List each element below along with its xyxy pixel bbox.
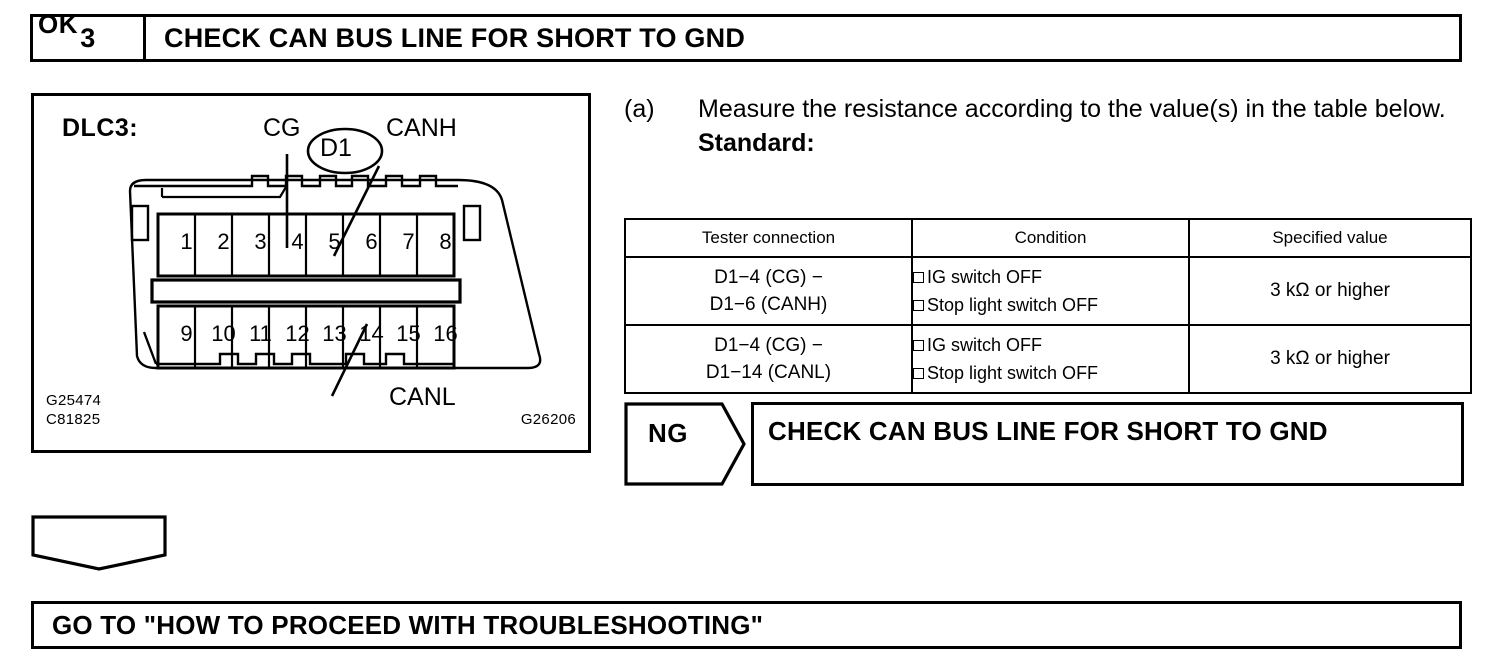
instruction-marker: (a) bbox=[624, 95, 655, 123]
bottom-action-text: GO TO "HOW TO PROCEED WITH TROUBLESHOOTI… bbox=[52, 609, 764, 640]
tester-line-1: D1−4 (CG) − bbox=[714, 267, 823, 288]
dlc3-label: DLC3: bbox=[62, 114, 139, 142]
ng-flag-shape bbox=[624, 402, 748, 486]
pin-label-11: 11 bbox=[249, 321, 272, 346]
dlc3-figure-panel: DLC3: bbox=[31, 93, 591, 453]
pin-label-7: 7 bbox=[402, 229, 415, 254]
cell-condition: IG switch OFF Stop light switch OFF bbox=[911, 324, 1190, 394]
pin-label-2: 2 bbox=[217, 229, 230, 254]
condition-text-2: Stop light switch OFF bbox=[927, 363, 1099, 383]
column-header-specified-value: Specified value bbox=[1188, 218, 1472, 258]
callout-cg: CG bbox=[263, 114, 301, 142]
column-header-condition: Condition bbox=[911, 218, 1190, 258]
step-header: 3 CHECK CAN BUS LINE FOR SHORT TO GND bbox=[30, 14, 1462, 62]
condition-line-2: Stop light switch OFF bbox=[913, 291, 1188, 319]
step-title: CHECK CAN BUS LINE FOR SHORT TO GND bbox=[164, 22, 746, 53]
pin-label-12: 12 bbox=[285, 321, 310, 346]
pin-label-4: 4 bbox=[291, 229, 304, 254]
ng-flag-label: NG bbox=[648, 418, 688, 448]
tester-line-1: D1−4 (CG) − bbox=[714, 335, 823, 356]
cell-specified-value: 3 kΩ or higher bbox=[1188, 324, 1472, 394]
cell-tester-connection: D1−4 (CG) − D1−6 (CANH) bbox=[624, 256, 913, 326]
condition-line-1: IG switch OFF bbox=[913, 263, 1188, 291]
tester-line-2: D1−14 (CANL) bbox=[705, 362, 832, 383]
figure-code-id: G26206 bbox=[520, 411, 576, 428]
cell-tester-connection: D1−4 (CG) − D1−14 (CANL) bbox=[624, 324, 913, 394]
bottom-action-banner[interactable]: GO TO "HOW TO PROCEED WITH TROUBLESHOOTI… bbox=[31, 601, 1462, 649]
square-bullet-icon bbox=[913, 368, 924, 379]
callout-d1: D1 bbox=[320, 134, 352, 162]
ng-result-row: NG CHECK CAN BUS LINE FOR SHORT TO GND bbox=[624, 402, 1464, 486]
square-bullet-icon bbox=[913, 300, 924, 311]
figure-code-bottom: C81825 bbox=[46, 411, 101, 428]
table-row: D1−4 (CG) − D1−6 (CANH) IG switch OFF St… bbox=[624, 256, 1472, 326]
pin-label-5: 5 bbox=[328, 229, 341, 254]
instruction-row: (a) Measure the resistance according to … bbox=[624, 92, 1474, 127]
ok-flag-shape bbox=[31, 515, 167, 571]
table-row: D1−4 (CG) − D1−14 (CANL) IG switch OFF S… bbox=[624, 324, 1472, 394]
figure-code-top: G25474 bbox=[46, 392, 102, 409]
condition-text-1: IG switch OFF bbox=[927, 335, 1043, 355]
condition-text-2: Stop light switch OFF bbox=[927, 295, 1099, 315]
condition-text-1: IG switch OFF bbox=[927, 267, 1043, 287]
condition-line-2: Stop light switch OFF bbox=[913, 359, 1188, 387]
table-header-row: Tester connection Condition Specified va… bbox=[624, 218, 1472, 258]
ng-action-box[interactable]: CHECK CAN BUS LINE FOR SHORT TO GND bbox=[751, 402, 1464, 486]
pin-label-1: 1 bbox=[180, 229, 193, 254]
cell-condition: IG switch OFF Stop light switch OFF bbox=[911, 256, 1190, 326]
pin-label-10: 10 bbox=[211, 321, 236, 346]
specification-table: Tester connection Condition Specified va… bbox=[624, 218, 1472, 394]
pin-label-14: 14 bbox=[359, 321, 384, 346]
instruction-text: Measure the resistance according to the … bbox=[698, 95, 1446, 123]
pin-label-8: 8 bbox=[439, 229, 452, 254]
step-number: 3 bbox=[33, 17, 146, 59]
condition-line-1: IG switch OFF bbox=[913, 331, 1188, 359]
standard-label: Standard: bbox=[698, 129, 815, 157]
pin-label-9: 9 bbox=[180, 321, 193, 346]
ok-flag-label: OK bbox=[38, 9, 78, 39]
square-bullet-icon bbox=[913, 272, 924, 283]
tester-line-2: D1−6 (CANH) bbox=[709, 294, 828, 315]
pin-label-13: 13 bbox=[322, 321, 347, 346]
dlc3-connector-drawing bbox=[128, 127, 542, 397]
ng-action-text: CHECK CAN BUS LINE FOR SHORT TO GND bbox=[768, 416, 1328, 446]
square-bullet-icon bbox=[913, 340, 924, 351]
callout-canh: CANH bbox=[386, 114, 457, 142]
pin-label-16: 16 bbox=[433, 321, 458, 346]
pin-label-6: 6 bbox=[365, 229, 378, 254]
pin-label-15: 15 bbox=[396, 321, 421, 346]
cell-specified-value: 3 kΩ or higher bbox=[1188, 256, 1472, 326]
column-header-tester-connection: Tester connection bbox=[624, 218, 913, 258]
pin-label-3: 3 bbox=[254, 229, 267, 254]
callout-canl: CANL bbox=[389, 383, 456, 411]
instruction-block: (a) Measure the resistance according to … bbox=[624, 92, 1474, 160]
